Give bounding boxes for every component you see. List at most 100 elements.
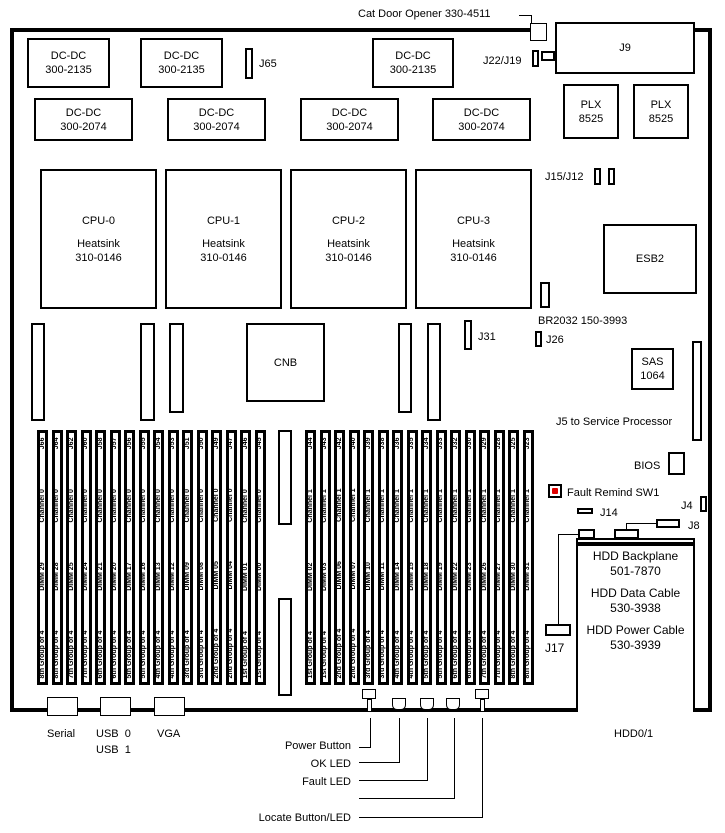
dcdc-part: 300-2135 xyxy=(389,64,437,76)
dimm-dimm: DIMM 25 xyxy=(67,561,75,591)
dimm-jack: J25 xyxy=(509,437,517,449)
locate-button-cap[interactable] xyxy=(475,689,489,699)
ok-led-label: OK LED xyxy=(310,758,351,770)
power-button-cap[interactable] xyxy=(362,689,376,699)
dimm-channel: Channel 1 xyxy=(509,488,517,523)
fault-leader-h xyxy=(359,780,428,781)
dimm-channel: Channel 0 xyxy=(38,488,46,523)
dimm-dimm: DIMM 08 xyxy=(198,561,205,591)
j8-cable-h xyxy=(626,523,656,524)
dimm-dimm: DIMM 12 xyxy=(169,561,176,591)
plx-part: 8525 xyxy=(648,112,674,125)
j65-connector xyxy=(245,48,253,79)
dimm-jack: J57 xyxy=(111,437,118,449)
locate-button-stem xyxy=(480,699,485,712)
dimm-group: 3rd Group of 4 xyxy=(183,629,191,678)
dimm-channel: Channel 1 xyxy=(524,488,531,523)
ok-led xyxy=(392,698,406,710)
dimm-jack: J49 xyxy=(212,437,220,449)
dcdc-bottom-1: DC-DC 300-2074 xyxy=(167,98,266,141)
hdd-backplane-part: 501-7870 xyxy=(610,564,661,578)
cat-door-leader-h xyxy=(519,15,531,16)
dcdc-name: DC-DC xyxy=(198,106,235,119)
dimm-group: 2nd Group of 4 xyxy=(227,628,234,678)
dimm-group: 1st Group of 4 xyxy=(321,630,328,678)
usb0-label: USB 0 xyxy=(96,728,131,740)
dimm-dimm: DIMM 31 xyxy=(524,561,531,591)
j14-connector xyxy=(577,508,593,514)
dimm-jack: J38 xyxy=(379,437,386,449)
j65-label: J65 xyxy=(259,58,277,70)
dimm-jack: J29 xyxy=(480,437,488,449)
dcdc-bottom-0: DC-DC 300-2074 xyxy=(34,98,133,141)
dimm-jack: J58 xyxy=(96,437,104,449)
plx-0: PLX 8525 xyxy=(563,84,619,139)
dimm-jack: J47 xyxy=(227,437,234,449)
dimm-dimm: DIMM 01 xyxy=(241,562,249,591)
dcdc-bottom-3: DC-DC 300-2074 xyxy=(432,98,531,141)
dimm-channel: Channel 1 xyxy=(306,488,314,523)
dimm-group: 7th Group of 4 xyxy=(67,630,75,678)
cpu-2: CPU-2 Heatsink 310-0146 xyxy=(290,169,407,309)
dimm-dimm: DIMM 06 xyxy=(335,560,343,589)
fault-remind-switch[interactable] xyxy=(548,484,562,498)
sas-part: 1064 xyxy=(640,370,665,382)
j15-connector xyxy=(594,168,601,185)
dimm-channel: Channel 0 xyxy=(212,487,220,522)
cat-door-leader-v xyxy=(531,15,532,24)
dimm-jack: J62 xyxy=(67,437,75,449)
dimm-dimm: DIMM 19 xyxy=(437,561,444,591)
dcdc-top-0: DC-DC 300-2135 xyxy=(27,38,110,88)
j17-cable-h xyxy=(558,534,578,535)
slot-right-2 xyxy=(427,323,441,421)
plx-name: PLX xyxy=(650,98,672,111)
ok-leader-v xyxy=(399,718,400,762)
dimm-group: 4th Group of 4 xyxy=(154,630,162,678)
hdd-backplane-text: HDD Backplane 501-7870 HDD Data Cable 53… xyxy=(576,549,695,653)
dimm-group: 6th Group of 4 xyxy=(111,630,118,678)
j12-connector xyxy=(608,168,615,185)
j5-connector xyxy=(692,341,702,441)
dimm-channel: Channel 0 xyxy=(198,488,205,522)
j17-cable-v xyxy=(558,534,559,624)
j9-connector: J9 xyxy=(555,22,695,74)
center-slot-lower xyxy=(278,598,292,696)
dimm-jack: J40 xyxy=(350,437,357,449)
dcdc-top-1: DC-DC 300-2135 xyxy=(140,38,223,88)
dimm-group: 1st Group of 4 xyxy=(306,630,314,678)
dimm-jack: J55 xyxy=(140,437,147,449)
dimm-group: 3rd Group of 4 xyxy=(198,629,205,678)
dimm-channel: Channel 1 xyxy=(495,488,502,523)
dcdc-bottom-2: DC-DC 300-2074 xyxy=(300,98,399,141)
j5-label: J5 to Service Processor xyxy=(556,416,673,428)
dimm-channel: Channel 0 xyxy=(53,488,60,523)
